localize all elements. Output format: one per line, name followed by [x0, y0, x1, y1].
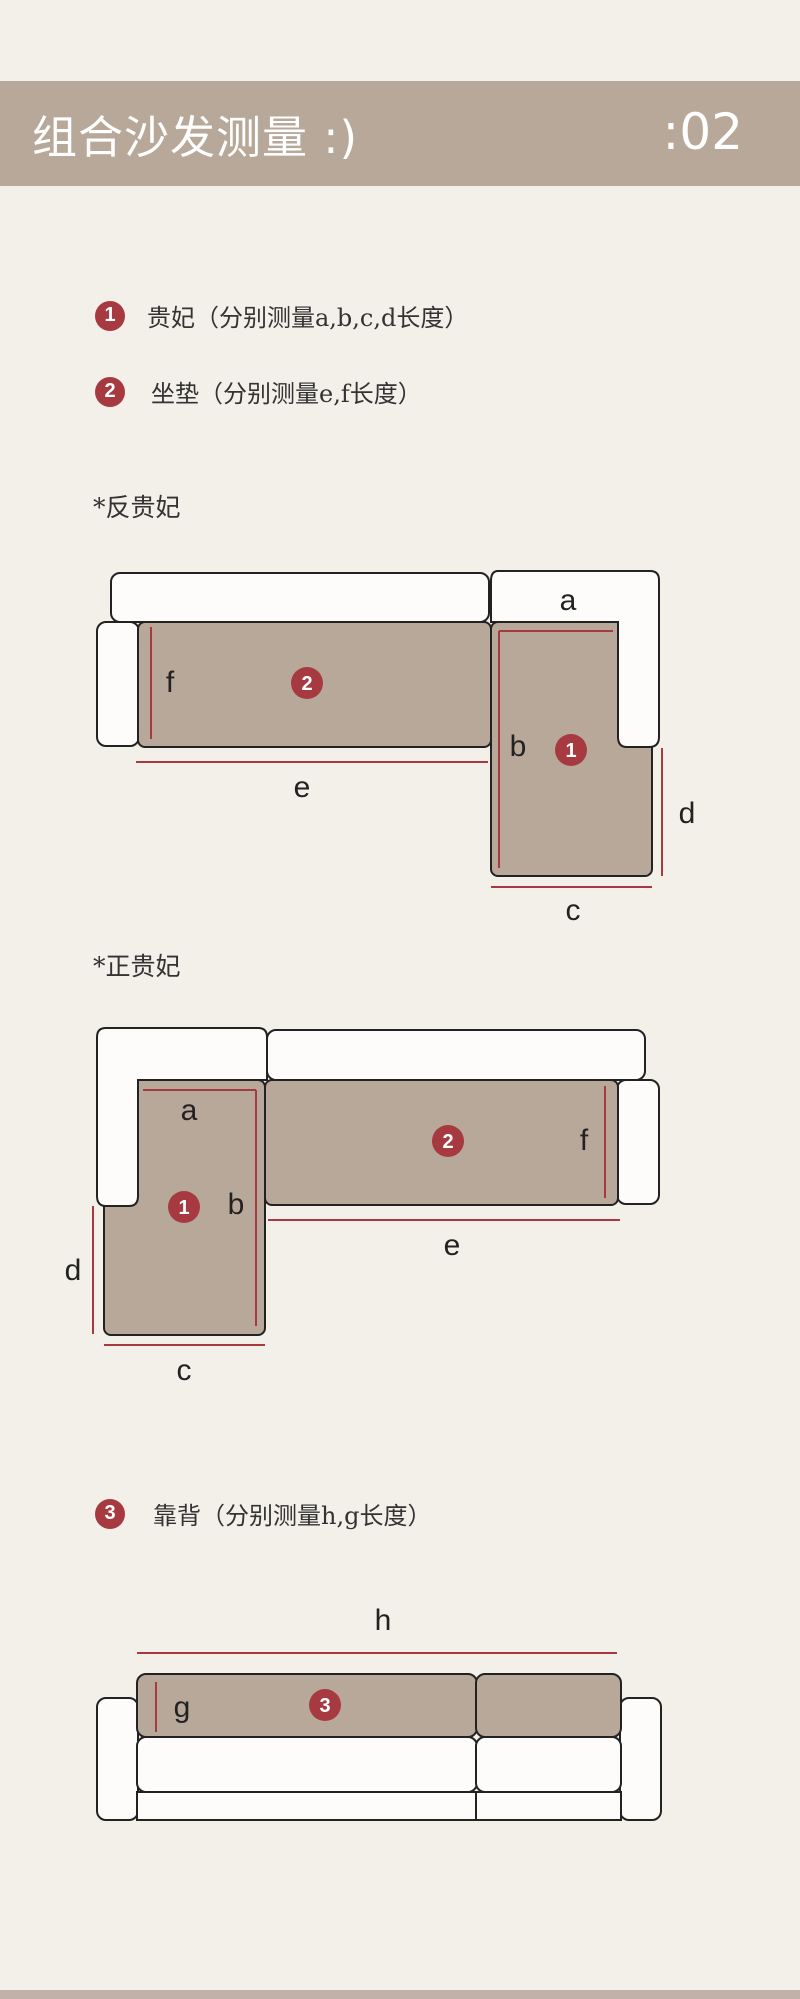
sofa-arm-right — [619, 1697, 662, 1821]
sofa-back — [266, 1029, 646, 1081]
back-cushion-right — [475, 1673, 622, 1738]
seat-cushion-left — [136, 1736, 478, 1793]
dimension-label-b: b — [510, 730, 527, 763]
legend-item-backrest: 3 靠背（分别测量h,g长度） — [95, 1496, 431, 1531]
sofa-arm-left — [96, 1697, 139, 1821]
dimension-label-f: f — [580, 1124, 589, 1157]
legend-text: 贵妃（分别测量a,b,c,d长度） — [147, 304, 469, 332]
dimension-label-a: a — [560, 584, 577, 617]
section-title-standard-chaise: *正贵妃 — [93, 952, 181, 981]
header-band — [0, 81, 800, 186]
dimension-label-d: d — [65, 1254, 82, 1287]
dimension-label-e: e — [444, 1229, 461, 1262]
marker-number: 2 — [301, 673, 312, 695]
number-badge: 2 — [95, 376, 125, 407]
dimension-label-c: c — [566, 894, 581, 927]
sofa-arm — [96, 621, 140, 747]
legend-text: 坐垫（分别测量e,f长度） — [151, 380, 422, 408]
diagram-backrest: h g 3 — [96, 1604, 662, 1821]
dimension-label-d: d — [679, 797, 696, 830]
marker-number: 1 — [178, 1197, 189, 1219]
section-title-reverse-chaise: *反贵妃 — [93, 493, 181, 522]
marker-back: 3 — [309, 1689, 341, 1721]
marker-chaise: 1 — [168, 1191, 200, 1223]
marker-number: 2 — [442, 1131, 453, 1153]
dimension-label-e: e — [294, 771, 311, 804]
dimension-label-c: c — [177, 1354, 192, 1387]
dimension-label-g: g — [174, 1691, 191, 1724]
legend-text: 靠背（分别测量h,g长度） — [153, 1502, 432, 1530]
bottom-bar — [0, 1990, 800, 1999]
dimension-label-b: b — [228, 1188, 245, 1221]
marker-cushion: 2 — [432, 1125, 464, 1157]
legend-item-cushion: 2 坐垫（分别测量e,f长度） — [95, 374, 422, 409]
marker-chaise: 1 — [555, 734, 587, 766]
legend-item-chaise: 1 贵妃（分别测量a,b,c,d长度） — [95, 298, 468, 333]
page-number: :02 — [662, 103, 743, 161]
sofa-arm — [616, 1079, 660, 1205]
number-badge: 1 — [95, 300, 125, 331]
sofa-base — [136, 1791, 622, 1821]
number-badge: 3 — [95, 1498, 125, 1529]
marker-number: 1 — [565, 740, 576, 762]
page-title: 组合沙发测量 :) — [32, 111, 359, 164]
marker-cushion: 2 — [291, 667, 323, 699]
chaise-frame — [490, 570, 660, 748]
sofa-back — [110, 572, 490, 623]
chaise-frame — [96, 1027, 268, 1207]
dimension-label-a: a — [181, 1094, 198, 1127]
dimension-label-f: f — [166, 666, 175, 699]
diagram-reverse-chaise: f e a b d c 2 1 — [96, 570, 696, 927]
dimension-label-h: h — [375, 1604, 392, 1637]
marker-number: 3 — [319, 1695, 330, 1717]
seat-cushion-right — [475, 1736, 622, 1793]
diagram-standard-chaise: a b f e d c 2 1 — [65, 1027, 660, 1387]
